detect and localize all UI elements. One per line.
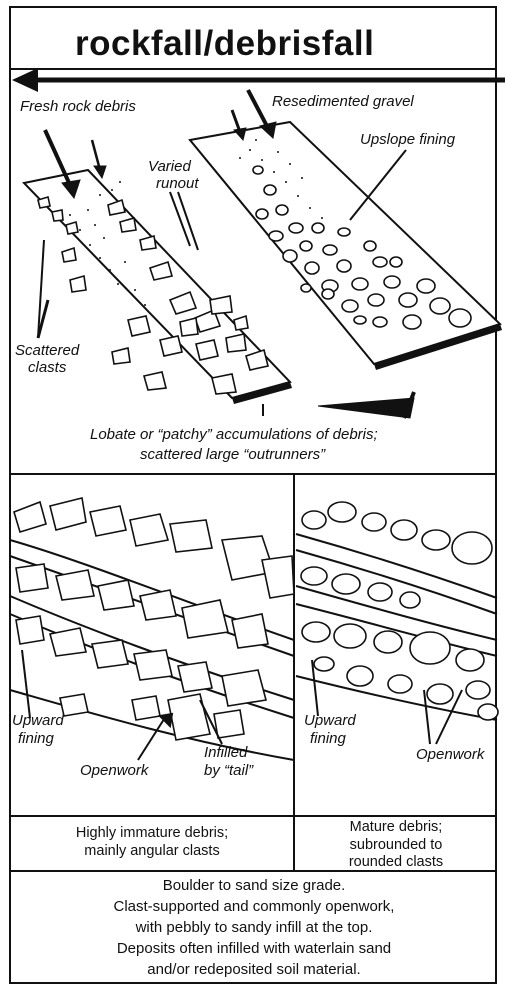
label-scattered-clasts-line2: clasts (28, 359, 66, 376)
label-right-openwork: Openwork (416, 746, 484, 763)
summary-line-3: with pebbly to sandy infill at the top. (12, 919, 496, 937)
caption-right-line3: rounded clasts (296, 853, 496, 871)
label-right-upward-fining-line2: fining (310, 730, 346, 747)
label-right-upward-fining-line1: Upward (304, 712, 356, 729)
label-left-openwork: Openwork (80, 762, 148, 779)
rounded-clasts-section (301, 502, 498, 720)
label-lobate-line2: scattered large “outrunners” (140, 446, 325, 463)
label-upslope-fining: Upslope fining (360, 131, 455, 148)
summary-line-2: Clast-supported and commonly openwork, (12, 898, 496, 916)
label-left-upward-fining-line1: Upward (12, 712, 64, 729)
label-left-upward-fining-line2: fining (18, 730, 54, 747)
label-lobate-line1: Lobate or “patchy” accumulations of debr… (90, 426, 378, 443)
label-varied-runout-line1: Varied (148, 158, 191, 175)
flow-direction-arrow (12, 68, 505, 92)
caption-right-line2: subrounded to (296, 836, 496, 854)
summary-line-1: Boulder to sand size grade. (12, 877, 496, 895)
caption-right-line1: Mature debris; (296, 818, 496, 836)
label-infilled-line2: by “tail” (204, 762, 253, 779)
summary-line-5: and/or redeposited soil material. (12, 961, 496, 979)
label-infilled-line1: Infilled (204, 744, 247, 761)
label-resedimented-gravel: Resedimented gravel (272, 93, 414, 110)
label-scattered-clasts-line1: Scattered (15, 342, 79, 359)
caption-left-line2: mainly angular clasts (12, 842, 292, 860)
label-fresh-rock-debris: Fresh rock debris (20, 98, 136, 115)
summary-line-4: Deposits often infilled with waterlain s… (12, 940, 496, 958)
label-varied-runout-line2: runout (156, 175, 199, 192)
caption-left-line1: Highly immature debris; (12, 824, 292, 842)
